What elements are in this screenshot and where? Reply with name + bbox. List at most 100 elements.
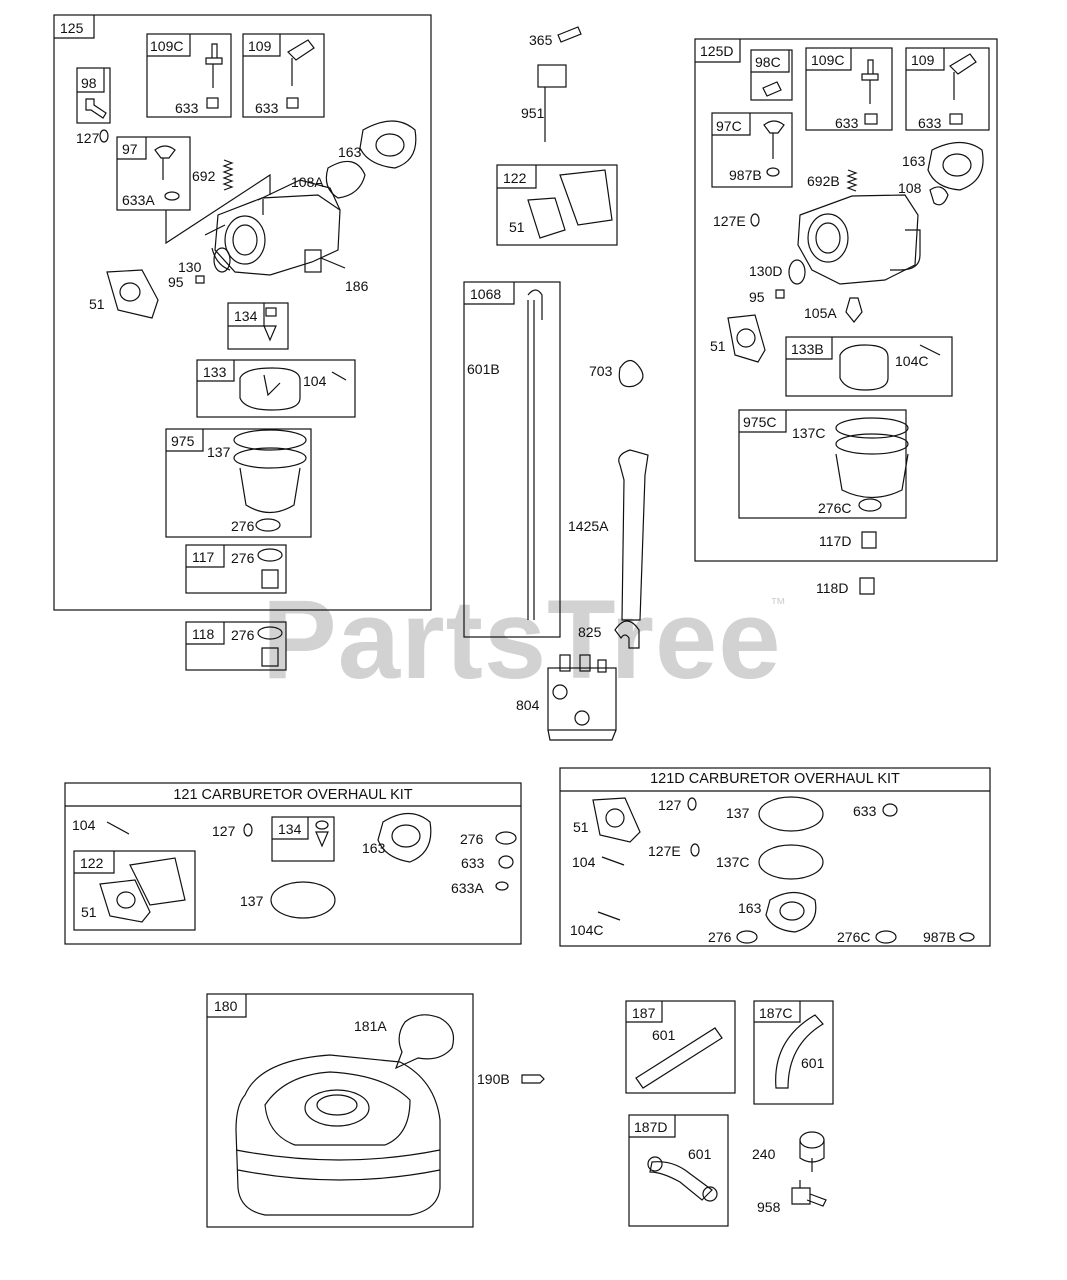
fuel-cap-181a — [394, 1014, 455, 1070]
box-97 — [116, 136, 191, 211]
part-label-163: 163 — [738, 900, 762, 916]
part-label-276: 276 — [231, 550, 255, 566]
kit-121-title: 121 CARBURETOR OVERHAUL KIT — [173, 787, 413, 803]
part-label-276: 276 — [460, 831, 484, 847]
part-label-105a: 105A — [804, 305, 837, 321]
box-label-98: 98 — [81, 75, 97, 91]
part-label-127e: 127E — [648, 843, 681, 859]
part-label-633: 633 — [853, 803, 877, 819]
carburetor-body-d — [797, 194, 921, 285]
box-label-109: 109 — [248, 38, 272, 54]
box-187d — [628, 1114, 729, 1227]
part-label-692b: 692B — [807, 173, 840, 189]
box-label-134-kit: 134 — [278, 821, 302, 837]
part-label-633a: 633A — [122, 192, 155, 208]
part-label-127: 127 — [212, 823, 236, 839]
trademark-symbol: ™ — [770, 596, 786, 613]
box-133 — [196, 359, 356, 418]
part-label-117d: 117D — [819, 533, 852, 549]
part-label-633: 633 — [835, 115, 859, 131]
box-label-97: 97 — [122, 141, 138, 157]
part-label-825: 825 — [578, 624, 602, 640]
kit-121d-title: 121D CARBURETOR OVERHAUL KIT — [650, 771, 900, 787]
box-label-187: 187 — [632, 1005, 656, 1021]
part-label-601: 601 — [652, 1027, 676, 1043]
box-label-98c: 98C — [755, 54, 781, 70]
part-label-137c: 137C — [792, 425, 826, 441]
part-label-130: 130 — [178, 259, 202, 275]
part-label-163: 163 — [902, 153, 926, 169]
box-label-109-d: 109 — [911, 52, 935, 68]
part-label-276: 276 — [231, 627, 255, 643]
box-label-187d: 187D — [634, 1119, 668, 1135]
part-label-137: 137 — [240, 893, 264, 909]
screw-365 — [557, 26, 582, 43]
part-label-987b: 987B — [923, 929, 956, 945]
part-label-137c: 137C — [716, 854, 750, 870]
box-109c-d — [805, 47, 893, 131]
box-label-1068: 1068 — [470, 286, 502, 302]
box-label-109c: 109C — [150, 38, 184, 54]
bracket-951 — [537, 64, 567, 88]
part-label-104: 104 — [572, 854, 596, 870]
box-133b — [785, 336, 953, 397]
kit-121-box — [64, 782, 522, 945]
fuel-tank — [235, 1054, 441, 1216]
box-label-134: 134 — [234, 308, 258, 324]
part-label-601b: 601B — [467, 361, 500, 377]
part-label-127: 127 — [658, 797, 682, 813]
part-label-51: 51 — [573, 819, 589, 835]
part-label-108a: 108A — [291, 174, 324, 190]
part-label-104c: 104C — [570, 922, 604, 938]
vent-240 — [799, 1131, 825, 1172]
box-109c — [146, 33, 232, 118]
box-122 — [496, 164, 618, 246]
fuel-filter-804 — [547, 654, 617, 741]
box-109 — [242, 33, 325, 118]
part-label-703: 703 — [589, 363, 613, 379]
box-label-125: 125 — [60, 20, 84, 36]
box-label-122: 122 — [503, 170, 527, 186]
box-label-187c: 187C — [759, 1005, 793, 1021]
part-label-276c: 276C — [818, 500, 852, 516]
part-label-163: 163 — [362, 840, 386, 856]
box-label-975: 975 — [171, 433, 195, 449]
part-label-190b: 190B — [477, 1071, 510, 1087]
box-label-125d: 125D — [700, 43, 734, 59]
box-109-d — [905, 47, 990, 131]
box-975 — [165, 428, 312, 538]
part-label-633a: 633A — [451, 880, 484, 896]
box-180 — [206, 993, 474, 1228]
part-label-108: 108 — [898, 180, 922, 196]
part-label-137: 137 — [207, 444, 231, 460]
part-label-633: 633 — [461, 855, 485, 871]
part-label-601: 601 — [801, 1055, 825, 1071]
part-label-186: 186 — [345, 278, 369, 294]
box-label-109c-d: 109C — [811, 52, 845, 68]
part-label-51: 51 — [710, 338, 726, 354]
screw-190b — [521, 1074, 545, 1084]
carburetor-body — [204, 179, 346, 276]
part-label-276: 276 — [231, 518, 255, 534]
part-label-127: 127 — [76, 130, 100, 146]
part-label-804: 804 — [516, 697, 540, 713]
box-187 — [625, 1000, 736, 1094]
box-98c — [750, 49, 793, 101]
part-label-633: 633 — [175, 100, 199, 116]
part-label-104: 104 — [303, 373, 327, 389]
part-label-633: 633 — [918, 115, 942, 131]
valve-958 — [791, 1180, 827, 1207]
box-label-180: 180 — [214, 998, 238, 1014]
part-label-692: 692 — [192, 168, 216, 184]
part-label-163: 163 — [338, 144, 362, 160]
kit-121d-box — [559, 767, 991, 947]
group-125-box — [53, 14, 432, 611]
box-label-133b: 133B — [791, 341, 824, 357]
box-label-118: 118 — [192, 626, 215, 642]
part-label-127e: 127E — [713, 213, 746, 229]
part-label-104: 104 — [72, 817, 96, 833]
part-label-130d: 130D — [749, 263, 783, 279]
part-label-987b: 987B — [729, 167, 762, 183]
part-label-276: 276 — [708, 929, 732, 945]
